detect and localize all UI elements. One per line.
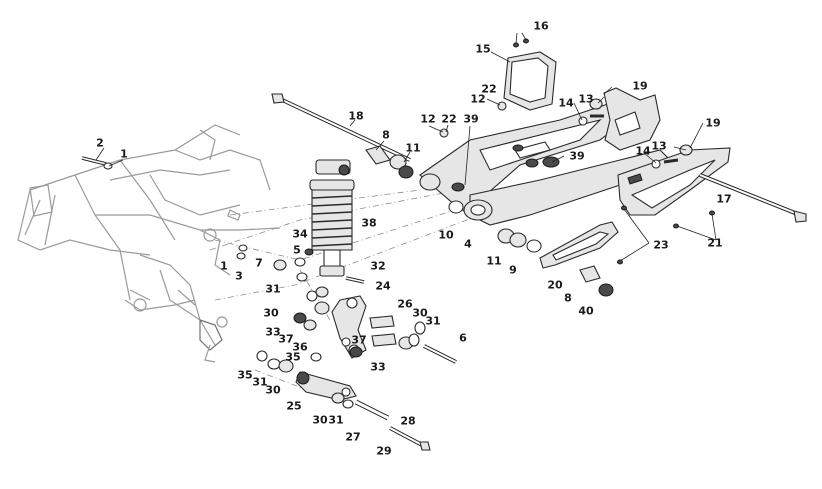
callout-27: 27	[345, 430, 361, 444]
callout-10: 10	[438, 228, 454, 242]
callout-29: 29	[376, 444, 392, 458]
callout-26: 26	[397, 297, 413, 311]
callout-32: 32	[370, 259, 386, 273]
callout-30: 30	[263, 306, 279, 320]
callout-6: 6	[459, 331, 467, 345]
chain-guard-15	[503, 51, 557, 111]
callout-1: 1	[120, 147, 128, 161]
callout-23: 23	[653, 238, 669, 252]
callout-16: 16	[533, 19, 549, 33]
callout-39: 39	[463, 112, 479, 126]
callout-22: 22	[481, 82, 497, 96]
callout-8: 8	[564, 291, 572, 305]
callout-12: 12	[470, 92, 486, 106]
callout-7: 7	[255, 256, 263, 270]
rear-shock-38	[309, 159, 355, 277]
callout-31: 31	[328, 413, 344, 427]
callout-13: 13	[578, 92, 594, 106]
callout-19: 19	[632, 79, 648, 93]
callout-15: 15	[475, 42, 491, 56]
callout-11: 11	[486, 254, 502, 268]
callout-11: 11	[405, 141, 421, 155]
linkage-rod-25	[295, 371, 357, 401]
callout-12: 12	[420, 112, 436, 126]
callout-30: 30	[312, 413, 328, 427]
motorcycle-frame	[17, 124, 281, 363]
callout-22: 22	[441, 112, 457, 126]
callout-21: 21	[707, 236, 723, 250]
callout-38: 38	[361, 216, 377, 230]
callout-3: 3	[235, 269, 243, 283]
callout-33: 33	[370, 360, 386, 374]
callout-31: 31	[265, 282, 281, 296]
chain-slider-20	[539, 221, 619, 269]
callout-40: 40	[578, 304, 594, 318]
leader-lines	[95, 32, 717, 262]
callout-39: 39	[569, 149, 585, 163]
callout-17: 17	[716, 192, 732, 206]
callout-9: 9	[509, 263, 517, 277]
callout-33: 33	[265, 325, 281, 339]
callout-35: 35	[237, 368, 253, 382]
callout-19: 19	[705, 116, 721, 130]
callout-37: 37	[278, 332, 294, 346]
callout-35: 35	[285, 350, 301, 364]
callout-28: 28	[400, 414, 416, 428]
callout-14: 14	[635, 144, 651, 158]
swingarm	[419, 87, 671, 226]
callout-1: 1	[220, 259, 228, 273]
callout-5: 5	[293, 243, 301, 257]
callout-4: 4	[464, 237, 472, 251]
callout-14: 14	[558, 96, 574, 110]
callout-30: 30	[412, 306, 428, 320]
pivot-bolt-18	[271, 93, 411, 162]
rear-axle	[699, 173, 807, 223]
chain-cover-17	[617, 147, 731, 216]
callout-37: 37	[351, 333, 367, 347]
callout-36: 36	[292, 340, 308, 354]
callout-2: 2	[96, 136, 104, 150]
callout-34: 34	[292, 227, 308, 241]
callout-30: 30	[265, 383, 281, 397]
callout-31: 31	[252, 375, 268, 389]
callout-25: 25	[286, 399, 302, 413]
callout-24: 24	[375, 279, 391, 293]
callout-20: 20	[547, 278, 563, 292]
callout-31: 31	[425, 314, 441, 328]
callout-8: 8	[382, 128, 390, 142]
spacers-and-bushings	[81, 38, 715, 451]
callout-18: 18	[348, 109, 364, 123]
callout-13: 13	[651, 139, 667, 153]
